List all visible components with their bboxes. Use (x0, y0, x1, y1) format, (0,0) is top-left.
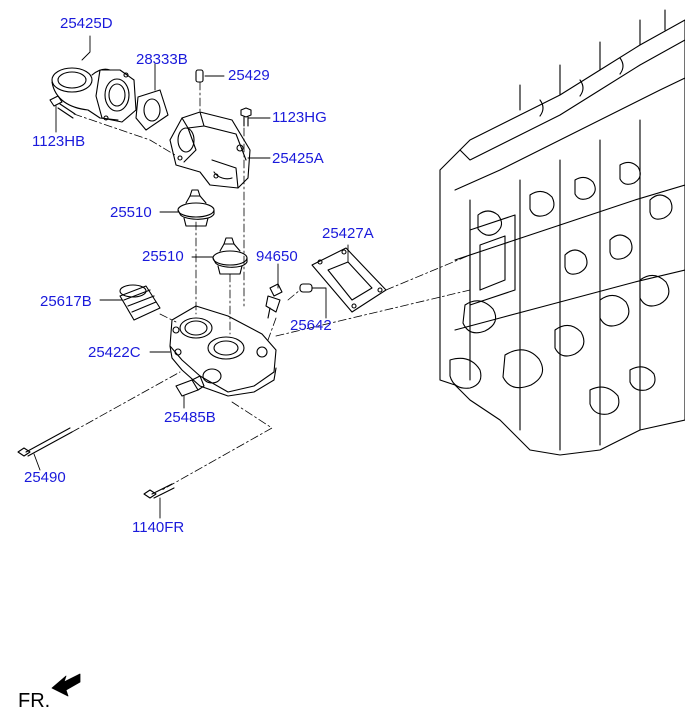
bolt-25490 (17, 427, 73, 457)
bolt-1140FR (143, 483, 175, 499)
engine-block (439, 9, 685, 456)
part-label-1140FR[interactable]: 1140FR (132, 519, 185, 536)
plug-25485B (175, 375, 205, 397)
part-label-1123HB[interactable]: 1123HB (32, 133, 86, 150)
part-label-25485B[interactable]: 25485B (164, 409, 216, 426)
part-label-25642[interactable]: 25642 (290, 317, 332, 334)
part-label-94650[interactable]: 94650 (256, 248, 298, 265)
thermostat-upper-25510 (177, 189, 215, 227)
part-label-25427A[interactable]: 25427A (322, 225, 374, 242)
front-direction-label: FR. (18, 690, 51, 712)
bolt-1123HG (240, 107, 252, 127)
pin-25429 (195, 69, 204, 83)
part-label-25490[interactable]: 25490 (24, 469, 66, 486)
pin-25642 (299, 283, 313, 293)
part-label-25617B[interactable]: 25617B (40, 293, 92, 310)
part-label-25422C[interactable]: 25422C (88, 344, 141, 361)
thermostat-lower-25510 (212, 237, 248, 275)
assembly-lines (71, 81, 471, 491)
front-arrow-icon (51, 673, 81, 697)
housing-25425A (169, 111, 251, 189)
elbow-outlet-25425D (51, 67, 137, 123)
bypass-pipe-25617B (119, 284, 161, 321)
part-label-1123HG[interactable]: 1123HG (272, 109, 327, 126)
bolt-1123HB (49, 95, 76, 119)
part-label-25425A[interactable]: 25425A (272, 150, 324, 167)
sensor-94650 (265, 283, 283, 319)
part-label-25510-lower[interactable]: 25510 (142, 248, 184, 265)
part-label-25510-upper[interactable]: 25510 (110, 204, 152, 221)
part-label-28333B[interactable]: 28333B (136, 51, 188, 68)
thermostat-housing-25422C (169, 305, 277, 397)
gasket-25427A (311, 247, 387, 313)
gasket-28333B (135, 89, 169, 131)
part-label-25425D[interactable]: 25425D (60, 15, 113, 32)
leader-lines (33, 35, 349, 519)
part-label-25429[interactable]: 25429 (228, 67, 270, 84)
